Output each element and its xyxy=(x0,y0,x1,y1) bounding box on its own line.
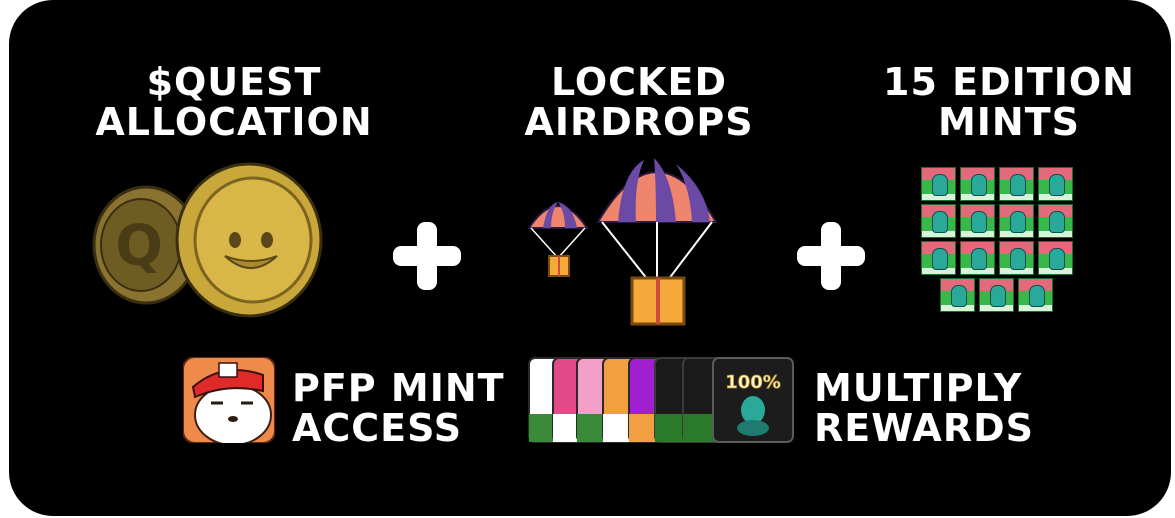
edition-tile-icon xyxy=(1018,278,1053,312)
edition-tile-icon xyxy=(1038,204,1073,238)
edition-tile-icon xyxy=(999,241,1034,275)
edition-mints-grid xyxy=(921,167,1076,315)
editions-heading-line2: MINTS xyxy=(937,100,1081,144)
edition-tile-icon xyxy=(960,241,995,275)
multiply-label-line2: REWARDS xyxy=(814,406,1035,450)
edition-tile-icon xyxy=(999,167,1034,201)
rewards-panel: $QUEST ALLOCATION LOCKED AIRDROPS 15 EDI… xyxy=(9,0,1171,516)
pfp-label-line1: PFP MINT xyxy=(292,366,505,410)
reward-card-icon xyxy=(712,357,794,443)
plus-icon xyxy=(393,222,461,290)
edition-tile-row xyxy=(921,278,1076,312)
locked-airdrops-heading: LOCKED AIRDROPS xyxy=(509,62,769,142)
edition-tile-icon xyxy=(960,167,995,201)
multiply-label-line1: MULTIPLY xyxy=(814,366,1023,410)
airdrops-heading-line2: AIRDROPS xyxy=(524,100,754,144)
plus-icon xyxy=(797,222,865,290)
edition-tile-icon xyxy=(921,167,956,201)
pfp-avatar-icon xyxy=(183,357,275,443)
edition-tile-icon xyxy=(1038,167,1073,201)
pfp-label-line2: ACCESS xyxy=(292,406,463,450)
edition-tile-row xyxy=(921,241,1076,275)
parachute-icon xyxy=(596,158,718,326)
svg-text:Q: Q xyxy=(115,214,163,279)
edition-tile-icon xyxy=(940,278,975,312)
edition-tile-row xyxy=(921,167,1076,201)
pfp-mint-access-label: PFP MINT ACCESS xyxy=(292,368,505,448)
edition-tile-icon xyxy=(960,204,995,238)
edition-mints-heading: 15 EDITION MINTS xyxy=(864,62,1154,142)
quest-heading-line2: ALLOCATION xyxy=(95,100,373,144)
editions-heading-line1: 15 EDITION xyxy=(883,60,1135,104)
duck-coin-icon xyxy=(175,162,323,318)
multiplier-badge: 100% xyxy=(725,372,781,393)
quest-heading-line1: $QUEST xyxy=(146,60,322,104)
reward-cards-stack: 100% xyxy=(528,357,794,443)
edition-tile-icon xyxy=(1038,241,1073,275)
quest-allocation-heading: $QUEST ALLOCATION xyxy=(89,62,379,142)
airdrops-heading-line1: LOCKED xyxy=(551,60,727,104)
edition-tile-row xyxy=(921,204,1076,238)
edition-tile-icon xyxy=(999,204,1034,238)
multiply-rewards-label: MULTIPLY REWARDS xyxy=(814,368,1034,448)
edition-tile-icon xyxy=(921,204,956,238)
edition-tile-icon xyxy=(921,241,956,275)
edition-tile-icon xyxy=(979,278,1014,312)
parachute-icon xyxy=(527,202,589,277)
